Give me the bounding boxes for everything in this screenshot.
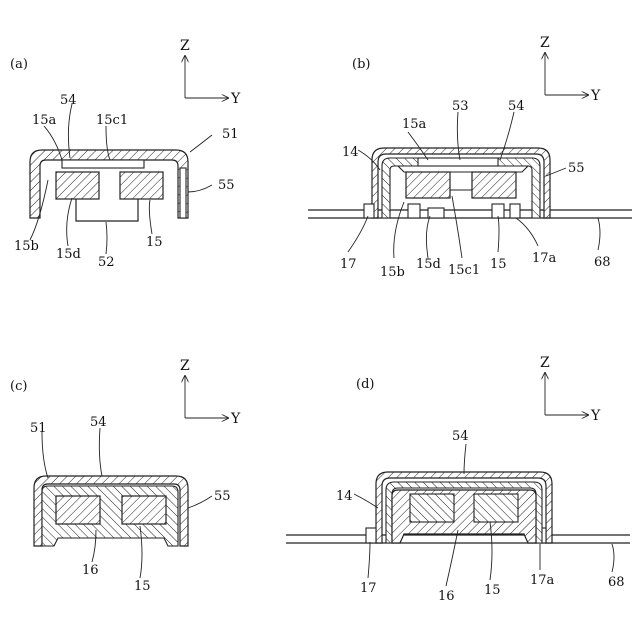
- plate-53: [398, 166, 528, 172]
- label-d-17: 17: [360, 581, 377, 596]
- axis-z-label: Z: [180, 358, 190, 374]
- label-d-54: 54: [452, 429, 469, 444]
- label-c-15: 15: [134, 579, 151, 594]
- label-a-15c1: 15c1: [96, 113, 128, 128]
- axes-c: Z Y: [180, 358, 241, 427]
- coil-15-right: [474, 494, 518, 522]
- panel-a: (a) Z Y 54 15a 15c1 51 55: [10, 38, 241, 270]
- pad-15d: [408, 204, 420, 218]
- label-b-68: 68: [594, 255, 611, 270]
- panel-d-tag: (d): [356, 377, 374, 392]
- label-a-51: 51: [222, 127, 239, 142]
- coil-15-right: [120, 172, 163, 199]
- axis-y-label: Y: [590, 88, 601, 104]
- label-a-15d: 15d: [56, 247, 81, 262]
- axis-z-label: Z: [180, 38, 190, 54]
- panel-b-tag: (b): [352, 57, 370, 72]
- substrate-68: [308, 210, 632, 218]
- label-c-51: 51: [30, 421, 47, 436]
- axis-z-label: Z: [540, 355, 550, 371]
- panel-d: (d) Z Y 54 14 17 16 15 17a 68: [286, 355, 630, 604]
- axis-z-label: Z: [540, 35, 550, 51]
- label-b-55: 55: [568, 161, 585, 176]
- label-b-15b: 15b: [380, 265, 405, 280]
- axis-y-label: Y: [590, 408, 601, 424]
- substrate-68: [286, 535, 630, 543]
- label-b-15a: 15a: [402, 117, 427, 132]
- label-b-17a: 17a: [532, 251, 557, 266]
- label-a-15: 15: [146, 235, 163, 250]
- coil-15-right: [122, 496, 166, 524]
- plate-54: [418, 158, 498, 166]
- label-b-15d: 15d: [416, 257, 441, 272]
- coil-15-right: [472, 172, 516, 198]
- label-c-54: 54: [90, 415, 107, 430]
- label-b-15: 15: [490, 257, 507, 272]
- support-17: [364, 204, 374, 218]
- label-a-55: 55: [218, 178, 235, 193]
- label-d-15: 15: [484, 583, 501, 598]
- label-c-16: 16: [82, 563, 99, 578]
- label-a-52: 52: [98, 255, 115, 270]
- plate-54: [62, 160, 144, 168]
- axis-y-label: Y: [230, 91, 241, 107]
- panel-c: (c) Z Y 51 54 55 16 15: [10, 358, 241, 594]
- label-a-15b: 15b: [14, 239, 39, 254]
- pad-15: [492, 204, 504, 218]
- label-b-17: 17: [340, 257, 357, 272]
- axes-a: Z Y: [180, 38, 241, 107]
- panel-a-tag: (a): [10, 57, 28, 72]
- base-52: [76, 199, 138, 221]
- pad-15c1: [428, 208, 444, 218]
- panel-b: (b) Z Y: [308, 35, 632, 280]
- label-d-14: 14: [336, 489, 353, 504]
- label-d-68: 68: [608, 575, 625, 590]
- label-b-54: 54: [508, 99, 525, 114]
- support-17: [366, 528, 376, 543]
- label-b-15c1: 15c1: [448, 263, 480, 278]
- coil-15-left: [56, 172, 99, 199]
- label-b-53: 53: [452, 99, 469, 114]
- label-b-14: 14: [342, 145, 359, 160]
- panel-c-tag: (c): [10, 379, 27, 394]
- side-55: [180, 168, 186, 218]
- coil-15-left: [56, 496, 100, 524]
- coil-15-left: [410, 494, 454, 522]
- label-d-16: 16: [438, 589, 455, 604]
- axis-y-label: Y: [230, 411, 241, 427]
- label-c-55: 55: [214, 489, 231, 504]
- support-17a: [510, 204, 520, 218]
- coil-15-left: [406, 172, 450, 198]
- axes-b: Z Y: [540, 35, 601, 104]
- label-a-54: 54: [60, 93, 77, 108]
- axes-d: Z Y: [540, 355, 601, 424]
- label-a-15a: 15a: [32, 113, 57, 128]
- label-d-17a: 17a: [530, 573, 555, 588]
